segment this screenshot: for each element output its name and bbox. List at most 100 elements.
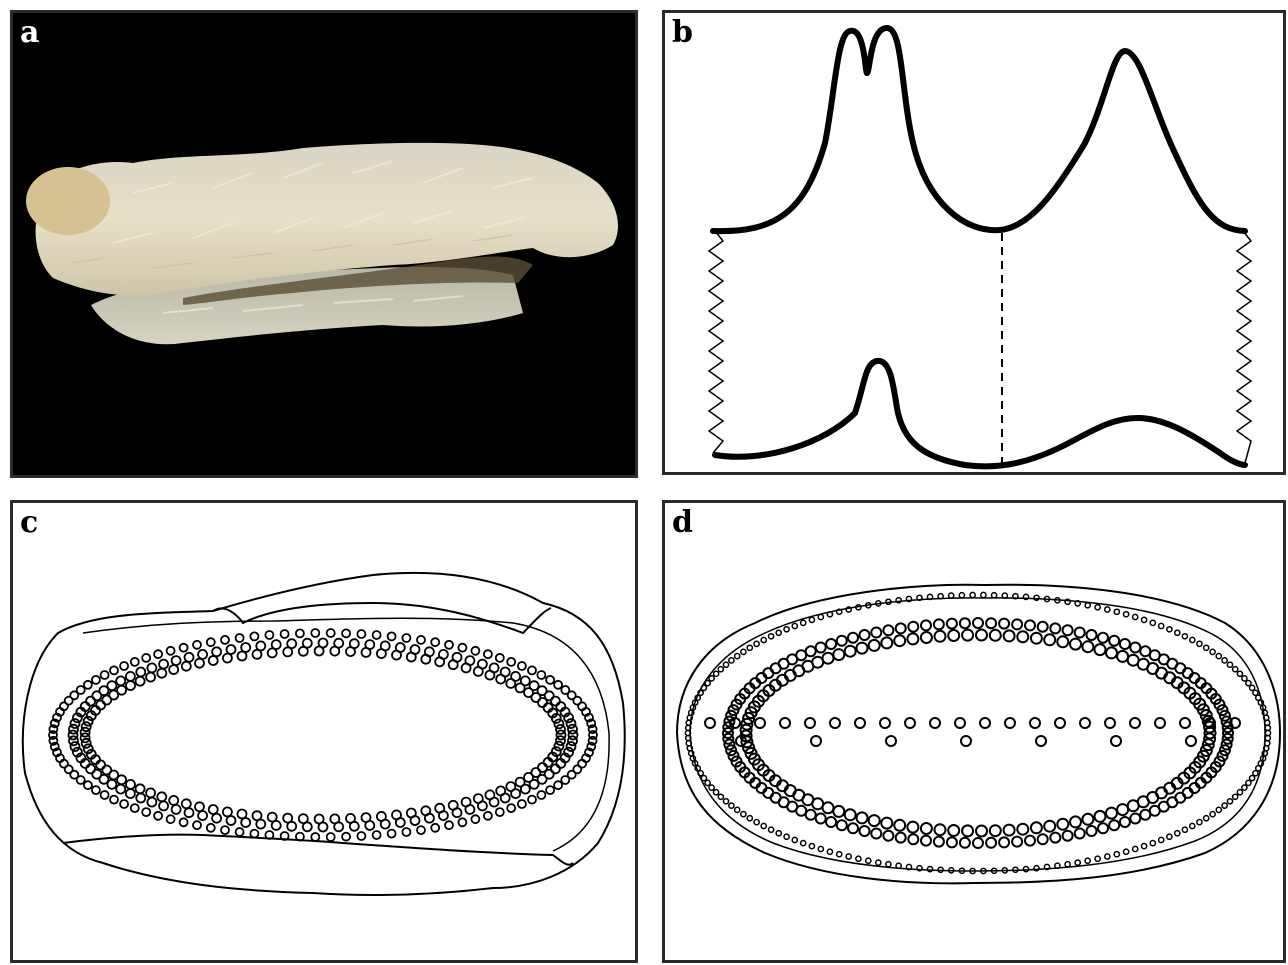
ring-circle <box>833 649 844 660</box>
ring-circle <box>1004 630 1015 641</box>
ring-circle <box>528 796 536 804</box>
ring-circles-d <box>685 592 1270 873</box>
ring-circle <box>784 834 789 839</box>
ring-circle <box>769 634 774 639</box>
ring-circle <box>1128 800 1139 811</box>
ring-circle <box>154 812 162 820</box>
ring-circle <box>837 820 847 830</box>
ring-circle <box>84 781 92 789</box>
ring-circle <box>159 801 168 810</box>
ring-circle <box>388 830 396 838</box>
ring-circle <box>959 593 964 598</box>
ring-circle <box>896 833 906 843</box>
ring-circle <box>377 649 386 658</box>
ring-circle <box>845 646 856 657</box>
ring-circle <box>908 622 918 632</box>
ring-circle <box>962 825 973 836</box>
ring-circle <box>1005 718 1015 728</box>
ring-circle <box>311 629 319 637</box>
ring-circle <box>268 648 277 657</box>
ring-circle <box>538 698 547 707</box>
ring-circle <box>283 647 292 656</box>
ring-circle <box>402 828 410 836</box>
ring-circle <box>136 794 145 803</box>
ring-circle <box>949 593 954 598</box>
ring-circle <box>421 655 430 664</box>
ring-circle <box>1055 718 1065 728</box>
ring-circle <box>1233 667 1238 672</box>
ring-circle <box>154 650 162 658</box>
ring-circle <box>185 808 194 817</box>
ring-circle <box>357 630 365 638</box>
ring-circle <box>496 675 505 684</box>
ring-circle <box>238 652 247 661</box>
ring-circle <box>921 632 932 643</box>
ring-circle <box>485 671 494 680</box>
ring-circle <box>198 650 207 659</box>
ring-circle <box>1227 662 1232 667</box>
ring-circle <box>1237 671 1242 676</box>
ring-circle <box>741 649 746 654</box>
ring-circle <box>709 676 714 681</box>
ring-circle <box>1025 620 1035 630</box>
ring-circle <box>221 826 229 834</box>
ring-circle <box>973 838 983 848</box>
ring-circle <box>921 823 932 834</box>
ring-circle <box>1237 790 1242 795</box>
ring-circle <box>907 822 918 833</box>
ring-circle <box>117 686 126 695</box>
ring-circle <box>296 629 304 637</box>
ring-circle <box>198 811 207 820</box>
ring-circle <box>131 804 139 812</box>
ring-circle <box>1150 806 1160 816</box>
ring-circle <box>876 860 881 865</box>
ring-circle <box>981 592 986 597</box>
ring-circle <box>1222 803 1227 808</box>
ring-circle <box>342 833 350 841</box>
ring-circle <box>185 653 194 662</box>
ring-circle <box>1105 854 1110 859</box>
ring-circle <box>729 803 734 808</box>
ring-circle <box>1034 595 1039 600</box>
ring-circle <box>1216 807 1221 812</box>
ring-circle <box>1167 834 1172 839</box>
ring-circle <box>990 630 1001 641</box>
ring-circle <box>1063 625 1073 635</box>
ring-circle <box>960 618 970 628</box>
ring-circle <box>1075 860 1080 865</box>
ring-circle <box>881 818 892 829</box>
ring-circle <box>147 798 156 807</box>
ring-circle <box>392 651 401 660</box>
ring-circle <box>714 790 719 795</box>
ring-circle <box>1004 825 1015 836</box>
ring-circle <box>528 666 536 674</box>
ring-circle <box>1180 718 1190 728</box>
ring-circle <box>407 653 416 662</box>
ring-circle <box>1182 827 1187 832</box>
ring-circle <box>930 718 940 728</box>
ring-circle <box>126 789 135 798</box>
ring-circle <box>265 631 273 639</box>
ring-circle <box>934 837 944 847</box>
ring-circle <box>826 639 836 649</box>
ring-circle <box>392 810 401 819</box>
ring-circle <box>518 662 526 670</box>
ring-circle <box>976 826 987 837</box>
ring-circle <box>556 725 565 734</box>
ring-circle <box>869 815 880 826</box>
ring-circle <box>102 766 111 775</box>
ring-circle <box>388 632 396 640</box>
ring-circle <box>809 617 814 622</box>
ring-circle <box>769 827 774 832</box>
ring-circle <box>431 824 439 832</box>
ring-circle <box>330 814 339 823</box>
ring-circle <box>462 798 471 807</box>
ring-circle <box>1031 822 1042 833</box>
ring-circle <box>935 631 946 642</box>
ring-circle <box>1246 681 1251 686</box>
lower-profile-curve <box>715 361 1245 467</box>
ring-circle <box>561 776 569 784</box>
panel-c: c <box>10 500 638 963</box>
ring-circle <box>866 858 871 863</box>
ring-circle <box>546 786 554 794</box>
